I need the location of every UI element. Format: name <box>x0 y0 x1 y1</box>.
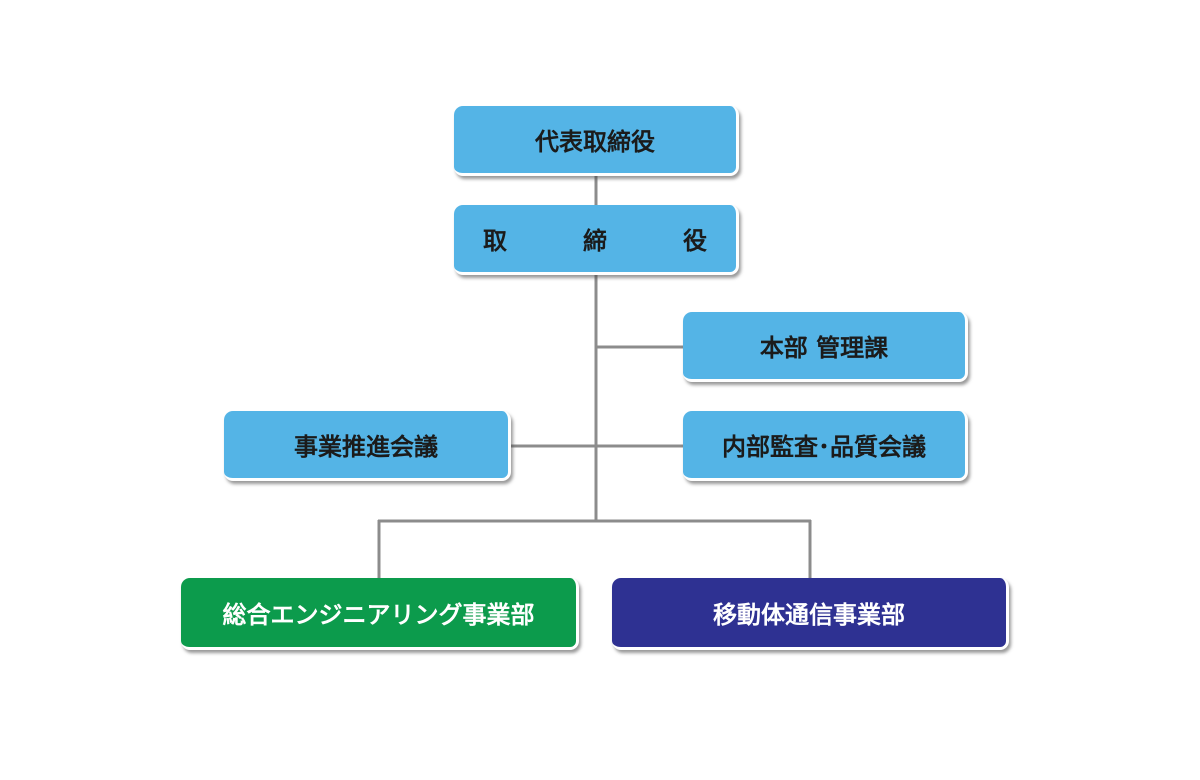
engineering-division-label: 総合エンジニアリング事業部 <box>222 601 535 629</box>
business-council-label: 事業推進会議 <box>294 433 438 461</box>
business-council-box: 事業推進会議 <box>224 411 511 481</box>
board-box: 取 締 役 <box>454 205 739 275</box>
mobile-division-label: 移動体通信事業部 <box>713 601 905 629</box>
audit-quality-box: 内部監査･品質会議 <box>683 411 968 481</box>
engineering-division-box: 総合エンジニアリング事業部 <box>181 578 579 650</box>
ceo-box: 代表取締役 <box>454 106 739 176</box>
admin-box: 本部 管理課 <box>683 312 968 382</box>
ceo-label: 代表取締役 <box>535 128 655 156</box>
audit-quality-label: 内部監査･品質会議 <box>722 433 926 461</box>
mobile-division-box: 移動体通信事業部 <box>612 578 1009 650</box>
admin-label: 本部 管理課 <box>759 334 889 362</box>
board-label: 取 締 役 <box>483 227 733 255</box>
